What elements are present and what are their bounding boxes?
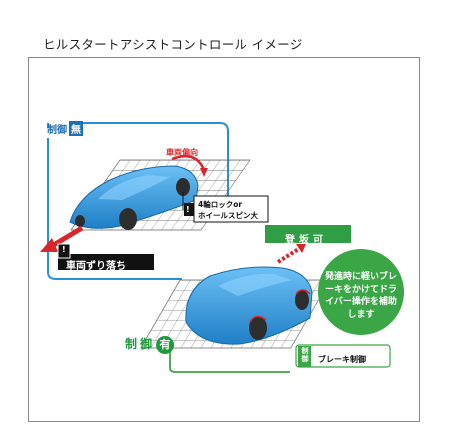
control-on-badge: 有 <box>156 336 175 354</box>
bottom-car <box>185 266 313 345</box>
lock-spin-label: 4輪ロックor ホイールスピン大 <box>198 199 258 221</box>
slip-label: 車両ずり落ち <box>66 261 126 272</box>
climb-label: 登坂可 <box>285 235 327 246</box>
control-tag: 制御 <box>301 347 309 363</box>
lock-line-1: 4輪ロックor <box>198 200 243 209</box>
page-title: ヒルスタートアシストコントロール イメージ <box>43 37 303 52</box>
control-label-text: 制御 <box>47 125 67 136</box>
brake-tag <box>298 346 311 367</box>
top-bracket <box>47 122 229 198</box>
top-car <box>69 165 199 230</box>
control-label-text-2: 制御 <box>125 337 156 351</box>
brake-box <box>295 344 391 368</box>
control-label-on: 制御有 <box>125 335 175 354</box>
diagram-frame <box>28 57 420 422</box>
climb-arrow <box>276 246 302 264</box>
control-label-off: 制御無 <box>47 121 83 136</box>
lock-line-2: ホイールスピン大 <box>198 211 258 220</box>
climb-box <box>265 225 351 243</box>
lock-box <box>193 195 269 223</box>
assist-bubble <box>318 249 404 335</box>
slip-arrow-shaft <box>50 225 84 249</box>
warning-mark-slip: ! <box>62 245 66 254</box>
top-bracket-left <box>47 138 182 280</box>
slip-box <box>58 254 154 270</box>
slip-arrow-head <box>40 238 58 252</box>
warning-mark-lock: ! <box>186 205 190 214</box>
control-off-badge: 無 <box>69 121 83 136</box>
brake-control-label: ブレーキ制御 <box>318 355 366 364</box>
assist-text: 発進時に軽いブレーキをかけてドライバー操作を補助します <box>324 272 397 320</box>
drift-arrow <box>171 155 206 171</box>
drift-label: 車両偏向 <box>166 148 198 157</box>
bottom-bracket <box>169 345 290 373</box>
